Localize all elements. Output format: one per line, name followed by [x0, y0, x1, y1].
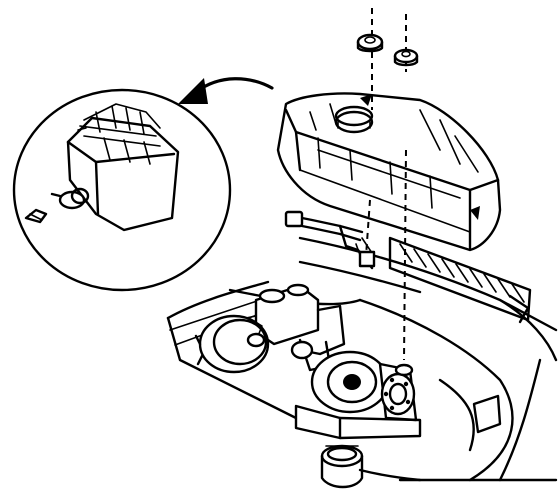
mounting-nut [356, 8, 419, 361]
wiring-harness [284, 210, 376, 270]
filler-cap [334, 110, 374, 134]
master-cylinder [245, 283, 346, 372]
radiator-support [388, 236, 532, 324]
inset-circle-detail [12, 88, 232, 292]
coolant-reservoir [276, 92, 502, 252]
brake-booster [194, 314, 270, 374]
callout-arrow [178, 77, 274, 104]
wheel-hub-assembly [294, 350, 502, 489]
